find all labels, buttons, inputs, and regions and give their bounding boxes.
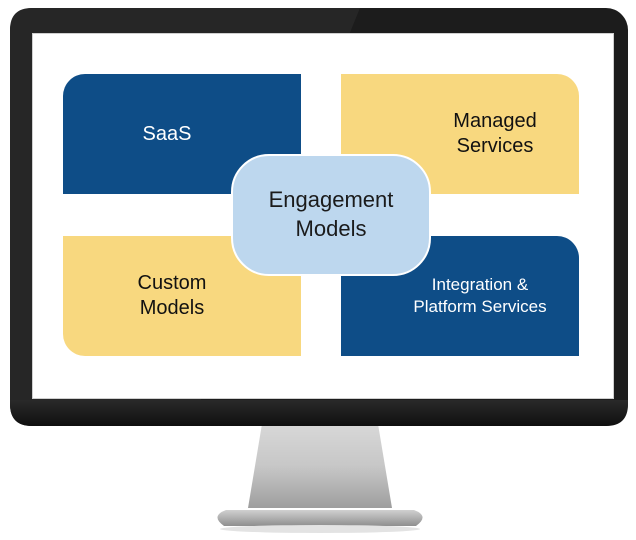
monitor-screen: SaaS Managed Services Custom Models Inte…	[32, 33, 614, 399]
tile-custom-label-line2: Models	[139, 297, 205, 319]
tile-managed-services: Managed Services	[341, 74, 579, 194]
tile-managed-label-line2: Services	[456, 135, 534, 157]
tile-custom-label-line1: Custom	[137, 272, 207, 294]
center-label-line1: Engagement	[268, 187, 394, 213]
monitor-stand	[248, 424, 392, 508]
monitor-base	[217, 510, 423, 526]
tile-saas-label: SaaS	[142, 122, 192, 145]
tile-integration-label-line2: Platform Services	[413, 297, 547, 316]
tile-managed-label-line1: Managed	[453, 110, 537, 132]
center-engagement-models: Engagement Models	[231, 154, 431, 276]
center-label-line2: Models	[295, 216, 367, 241]
tile-integration-label-line1: Integration &	[431, 274, 529, 294]
